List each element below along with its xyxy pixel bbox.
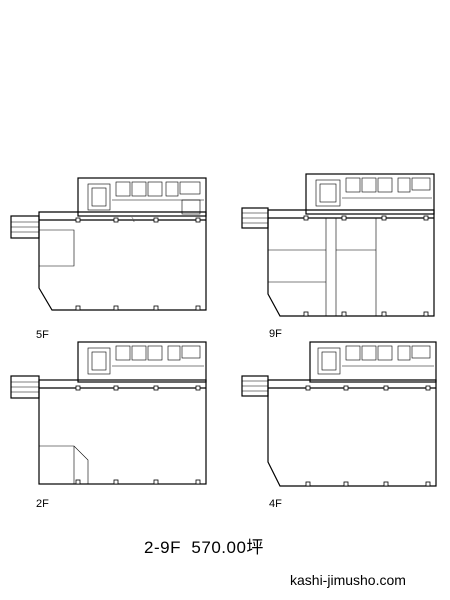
floor-label-4f: 4F — [269, 498, 282, 510]
floor-plan-2f — [8, 340, 213, 488]
floor-plan-4f — [238, 340, 443, 488]
floor-label-2f: 2F — [36, 498, 49, 510]
floor-label-5f: 5F — [36, 329, 49, 341]
floors-range: 2-9F — [144, 538, 181, 557]
floor-summary: 2-9F 570.00坪 — [144, 533, 264, 558]
floor-plan-5f — [8, 176, 213, 321]
floor-label-9f: 9F — [269, 328, 282, 340]
floor-area: 570.00坪 — [191, 538, 264, 557]
site-watermark: kashi-jimusho.com — [290, 572, 406, 588]
floor-plan-9f — [238, 170, 443, 318]
